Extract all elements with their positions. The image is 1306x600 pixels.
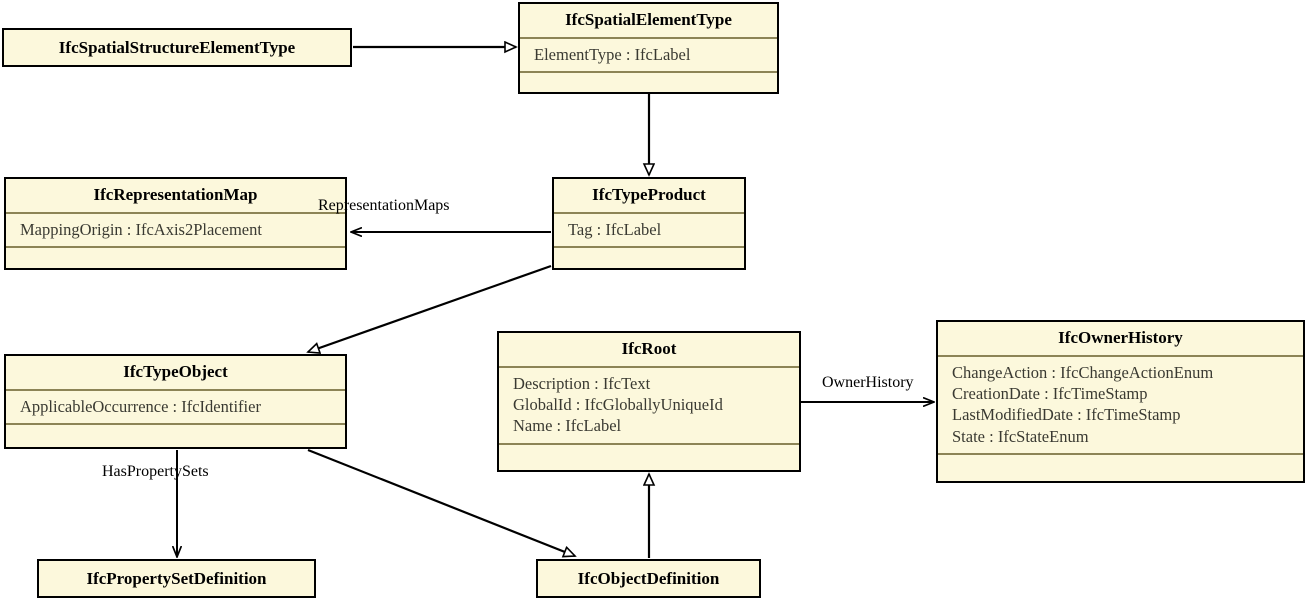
class-title: IfcRepresentationMap	[93, 185, 258, 204]
class-box-ifctypeproduct[interactable]: IfcTypeProduct Tag : IfcLabel	[552, 177, 746, 270]
compartment-divider	[499, 365, 799, 368]
class-box-ifcpropertysetdefinition[interactable]: IfcPropertySetDefinition	[37, 559, 316, 598]
compartment-divider	[938, 354, 1303, 357]
compartment-divider	[6, 422, 345, 425]
attribute-row: ElementType : IfcLabel	[534, 44, 691, 64]
attribute-row: Name : IfcLabel	[513, 416, 622, 436]
attribute-row: CreationDate : IfcTimeStamp	[952, 383, 1148, 403]
compartment-divider	[938, 453, 1303, 456]
attribute-compartment: Tag : IfcLabel	[554, 214, 744, 246]
edge-label-representationmaps: RepresentationMaps	[318, 197, 450, 214]
compartment-divider	[554, 245, 744, 248]
class-box-ifcrepresentationmap[interactable]: IfcRepresentationMap MappingOrigin : Ifc…	[4, 177, 347, 270]
compartment-divider	[6, 211, 345, 214]
attribute-row: ApplicableOccurrence : IfcIdentifier	[20, 396, 261, 416]
class-title: IfcOwnerHistory	[1058, 328, 1183, 347]
operation-compartment	[6, 425, 345, 443]
class-title: IfcObjectDefinition	[577, 569, 720, 588]
compartment-divider	[554, 211, 744, 214]
class-title: IfcRoot	[621, 339, 677, 358]
compartment-divider	[6, 245, 345, 248]
class-box-ifcobjectdefinition[interactable]: IfcObjectDefinition	[536, 559, 761, 598]
edge-label-haspropertysets: HasPropertySets	[102, 463, 209, 480]
attribute-compartment: ElementType : IfcLabel	[520, 39, 777, 71]
operation-compartment	[554, 248, 744, 266]
operation-compartment	[499, 445, 799, 463]
attribute-compartment: MappingOrigin : IfcAxis2Placement	[6, 214, 345, 246]
operation-compartment	[520, 73, 777, 91]
class-box-ifctypeobject[interactable]: IfcTypeObject ApplicableOccurrence : Ifc…	[4, 354, 347, 449]
class-box-ifcspatialelementtype[interactable]: IfcSpatialElementType ElementType : IfcL…	[518, 2, 779, 94]
attribute-row: State : IfcStateEnum	[952, 426, 1089, 446]
edge-label-ownerhistory: OwnerHistory	[822, 374, 914, 391]
attribute-row: GlobalId : IfcGloballyUniqueId	[513, 394, 723, 414]
class-title: IfcSpatialElementType	[565, 10, 732, 29]
compartment-divider	[499, 442, 799, 445]
attribute-compartment: ChangeAction : IfcChangeActionEnum Creat…	[938, 357, 1303, 454]
operation-compartment	[938, 455, 1303, 473]
class-title: IfcTypeProduct	[592, 185, 706, 204]
attribute-row: Tag : IfcLabel	[568, 219, 662, 239]
class-title: IfcPropertySetDefinition	[86, 569, 267, 588]
class-title: IfcSpatialStructureElementType	[58, 38, 296, 57]
attribute-row: MappingOrigin : IfcAxis2Placement	[20, 219, 262, 239]
attribute-row: Description : IfcText	[513, 373, 651, 393]
attribute-compartment: ApplicableOccurrence : IfcIdentifier	[6, 391, 345, 423]
attribute-compartment: Description : IfcText GlobalId : IfcGlob…	[499, 368, 799, 443]
compartment-divider	[520, 70, 777, 73]
class-title: IfcTypeObject	[123, 362, 228, 381]
class-box-ifcownerhistory[interactable]: IfcOwnerHistory ChangeAction : IfcChange…	[936, 320, 1305, 483]
attribute-row: ChangeAction : IfcChangeActionEnum	[952, 362, 1214, 382]
operation-compartment	[6, 248, 345, 266]
compartment-divider	[6, 388, 345, 391]
class-box-ifcspatialstructureelementtype[interactable]: IfcSpatialStructureElementType	[2, 28, 352, 67]
compartment-divider	[520, 36, 777, 39]
class-box-ifcroot[interactable]: IfcRoot Description : IfcText GlobalId :…	[497, 331, 801, 472]
attribute-row: LastModifiedDate : IfcTimeStamp	[952, 405, 1181, 425]
